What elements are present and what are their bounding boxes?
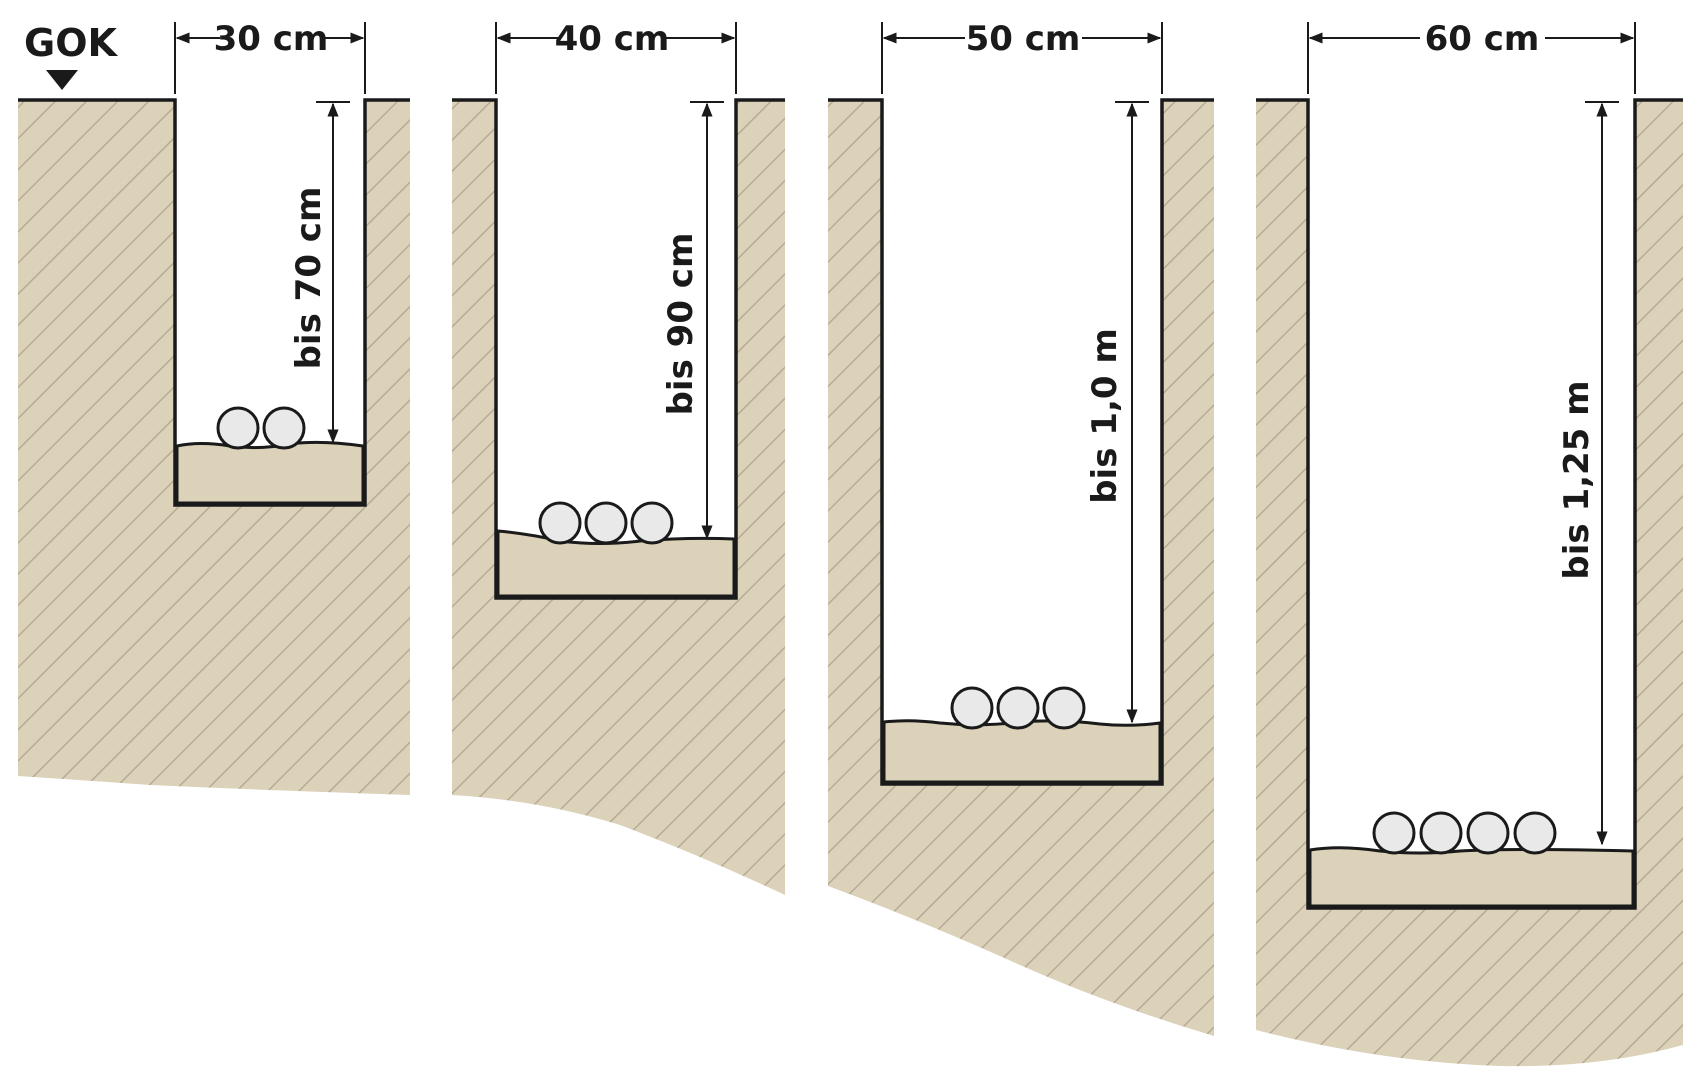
pipes-1 (216, 406, 306, 450)
gok-label: GOK (24, 21, 118, 65)
pipe (1419, 811, 1463, 855)
pipes-2 (538, 501, 674, 545)
bedding-1 (175, 440, 365, 505)
bedding-4 (1308, 846, 1635, 908)
gok-marker: GOK (24, 21, 118, 90)
width-label-1: 30 cm (214, 19, 329, 59)
width-dimension-2: 40 cm (495, 19, 737, 94)
trench-outline-4 (1256, 98, 1683, 910)
soil-block-3 (828, 100, 1214, 1036)
trench-outline-2 (452, 98, 785, 600)
depth-label-3: bis 1,0 m (1085, 328, 1125, 504)
pipe (1466, 811, 1510, 855)
depth-label-1: bis 70 cm (289, 187, 329, 370)
width-dimension-1: 30 cm (174, 19, 366, 94)
trench-outline-1 (18, 98, 410, 507)
depth-dimension-2: bis 90 cm (661, 101, 724, 540)
width-label-2: 40 cm (555, 19, 670, 59)
pipes-4 (1372, 811, 1557, 855)
trench-outline-3 (828, 98, 1214, 786)
width-dimension-3: 50 cm (881, 19, 1163, 94)
pipe (538, 501, 582, 545)
depth-dimension-4: bis 1,25 m (1557, 101, 1619, 846)
depth-label-4: bis 1,25 m (1557, 380, 1597, 579)
soil-block-4 (1256, 100, 1683, 1067)
bedding-3 (882, 719, 1162, 784)
trench-4: 60 cm bis 1,25 m (1256, 19, 1683, 1067)
width-dimension-4: 60 cm (1307, 19, 1636, 94)
width-label-4: 60 cm (1425, 19, 1540, 59)
trench-1: 30 cm bis 70 cm (18, 19, 410, 795)
gok-triangle-icon (46, 70, 78, 90)
soil-block-1 (18, 100, 410, 795)
pipe (1513, 811, 1557, 855)
pipe (1372, 811, 1416, 855)
pipe (996, 686, 1040, 730)
pipe (1042, 686, 1086, 730)
depth-dimension-3: bis 1,0 m (1085, 101, 1149, 724)
pipe (584, 501, 628, 545)
soil-block-2 (452, 100, 785, 895)
trench-2: 40 cm bis 90 cm (452, 19, 785, 895)
pipes-3 (950, 686, 1086, 730)
pipe (630, 501, 674, 545)
pipe (950, 686, 994, 730)
trench-3: 50 cm bis 1,0 m (828, 19, 1214, 1036)
depth-label-2: bis 90 cm (661, 233, 701, 416)
depth-dimension-1: bis 70 cm (289, 101, 350, 444)
width-label-3: 50 cm (966, 19, 1081, 59)
bedding-2 (496, 529, 736, 598)
pipe (216, 406, 260, 450)
pipe (262, 406, 306, 450)
